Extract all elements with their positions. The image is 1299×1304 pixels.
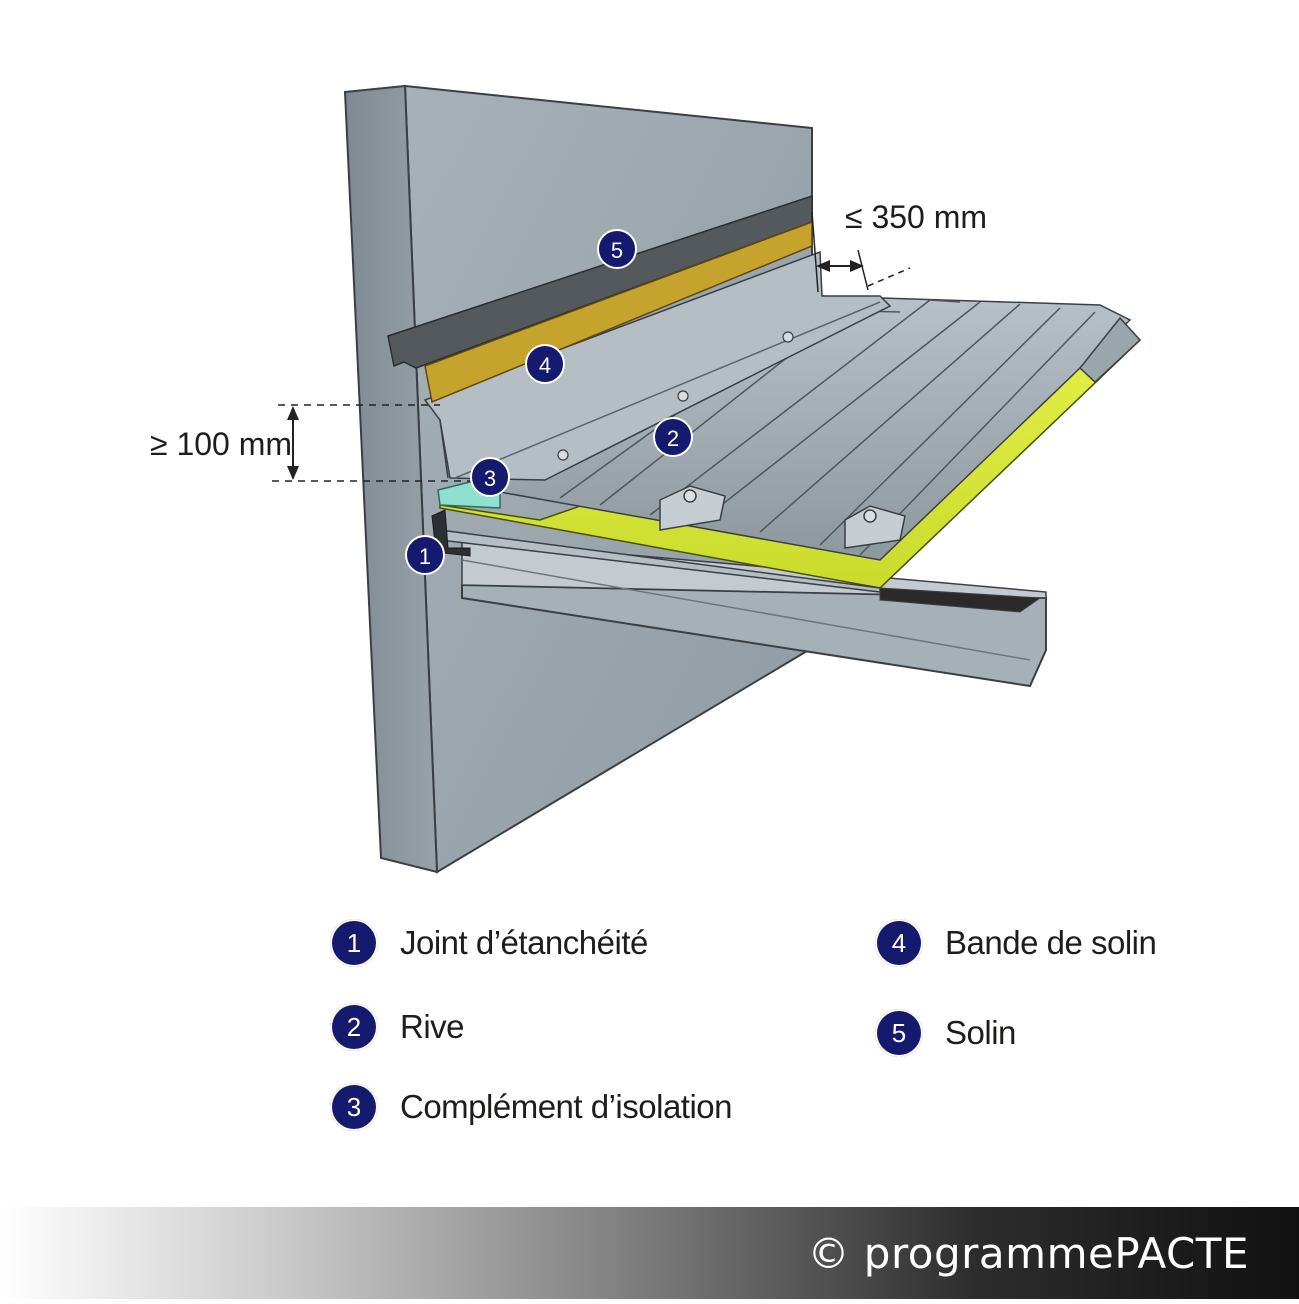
legend-item-5: 5 Solin <box>875 1008 1016 1058</box>
copyright-text: © programmePACTE <box>807 1229 1249 1278</box>
legend-badge: 1 <box>330 919 378 967</box>
callout-2: 2 <box>653 417 693 457</box>
svg-text:1: 1 <box>419 544 431 569</box>
flashing-band <box>424 220 813 404</box>
callout-4: 4 <box>525 344 565 384</box>
legend-label: Joint d’étanchéité <box>400 924 648 961</box>
svg-text:4: 4 <box>539 353 551 378</box>
legend-label: Bande de solin <box>945 924 1157 961</box>
dimension-max-width: ≤ 350 mm <box>811 199 987 293</box>
legend-badge: 3 <box>330 1083 378 1131</box>
dimension-min-height: ≥ 100 mm <box>150 404 470 482</box>
steel-beam <box>461 539 1047 688</box>
dimension-min-height-label: ≥ 100 mm <box>150 426 292 462</box>
callout-1: 1 <box>405 535 445 575</box>
legend-badge: 2 <box>330 1003 378 1051</box>
legend-item-3: 3 Complément d’isolation <box>330 1082 733 1132</box>
svg-text:2: 2 <box>667 426 679 451</box>
footer-banner: © programmePACTE <box>0 1207 1299 1299</box>
legend-label: Solin <box>945 1014 1016 1051</box>
legend-item-4: 4 Bande de solin <box>875 918 1157 968</box>
dimension-max-width-label: ≤ 350 mm <box>845 199 987 235</box>
legend-item-1: 1 Joint d’étanchéité <box>330 918 648 968</box>
legend-label: Rive <box>400 1008 465 1045</box>
svg-text:5: 5 <box>611 238 623 263</box>
legend-badge: 4 <box>875 919 923 967</box>
legend-badge: 5 <box>875 1009 923 1057</box>
legend-label: Complément d’isolation <box>400 1088 733 1125</box>
callout-5: 5 <box>597 229 637 269</box>
svg-text:3: 3 <box>484 466 496 491</box>
callout-3: 3 <box>470 457 510 497</box>
legend-item-2: 2 Rive <box>330 1002 465 1052</box>
sandwich-panel <box>439 295 1142 593</box>
counter-flashing-solin <box>387 194 813 369</box>
